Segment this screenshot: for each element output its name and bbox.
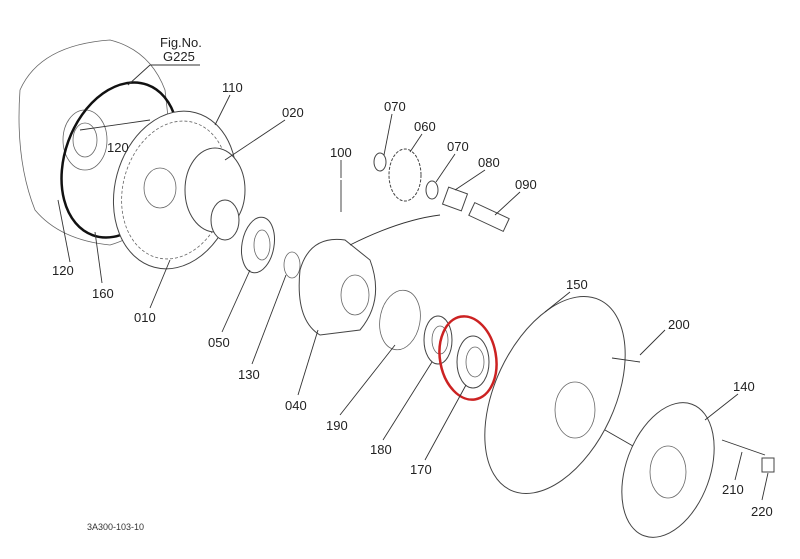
part-label-120[interactable]: 120 xyxy=(107,140,129,155)
part-label-050[interactable]: 050 xyxy=(208,335,230,350)
footer-code: 3A300-103-10 xyxy=(87,522,144,532)
bolt-200 xyxy=(611,357,641,363)
shaft-090 xyxy=(468,201,510,233)
part-label-070[interactable]: 070 xyxy=(384,99,406,114)
bolt-210 xyxy=(721,439,766,456)
leader-lines xyxy=(57,64,769,501)
carrier-040 xyxy=(298,238,377,336)
part-label-020[interactable]: 020 xyxy=(282,105,304,120)
gear-060 xyxy=(388,148,422,202)
part-label-200[interactable]: 200 xyxy=(668,317,690,332)
part-label-060[interactable]: 060 xyxy=(414,119,436,134)
needle-bearing-080 xyxy=(441,186,469,212)
part-label-210[interactable]: 210 xyxy=(722,482,744,497)
part-label-100[interactable]: 100 xyxy=(330,145,352,160)
part-label-040[interactable]: 040 xyxy=(285,398,307,413)
assembly-arrow xyxy=(349,214,441,246)
nut-220 xyxy=(761,457,775,473)
fig-label: Fig.No. xyxy=(160,35,202,50)
bearing-170 xyxy=(456,335,490,389)
part-label-170[interactable]: 170 xyxy=(410,462,432,477)
flange-140 xyxy=(604,402,715,538)
bearing-050 xyxy=(241,216,275,274)
fig-number: G225 xyxy=(163,49,195,64)
part-label-010[interactable]: 010 xyxy=(134,310,156,325)
snap-ring-130 xyxy=(283,251,301,279)
part-label-120[interactable]: 120 xyxy=(52,263,74,278)
part-label-070[interactable]: 070 xyxy=(447,139,469,154)
part-label-090[interactable]: 090 xyxy=(515,177,537,192)
hub-150 xyxy=(484,296,626,494)
planetary-gear-assembly xyxy=(112,110,246,270)
snap-ring-190 xyxy=(379,289,421,351)
part-label-080[interactable]: 080 xyxy=(478,155,500,170)
part-label-110[interactable]: 110 xyxy=(222,80,243,95)
highlight-circle-170 xyxy=(438,315,498,401)
part-label-130[interactable]: 130 xyxy=(238,367,260,382)
part-label-220[interactable]: 220 xyxy=(751,504,773,519)
part-label-190[interactable]: 190 xyxy=(326,418,348,433)
washer-070b xyxy=(425,180,439,200)
washer-070a xyxy=(373,152,387,172)
part-label-180[interactable]: 180 xyxy=(370,442,392,457)
part-label-140[interactable]: 140 xyxy=(733,379,755,394)
part-label-150[interactable]: 150 xyxy=(566,277,588,292)
part-label-160[interactable]: 160 xyxy=(92,286,114,301)
